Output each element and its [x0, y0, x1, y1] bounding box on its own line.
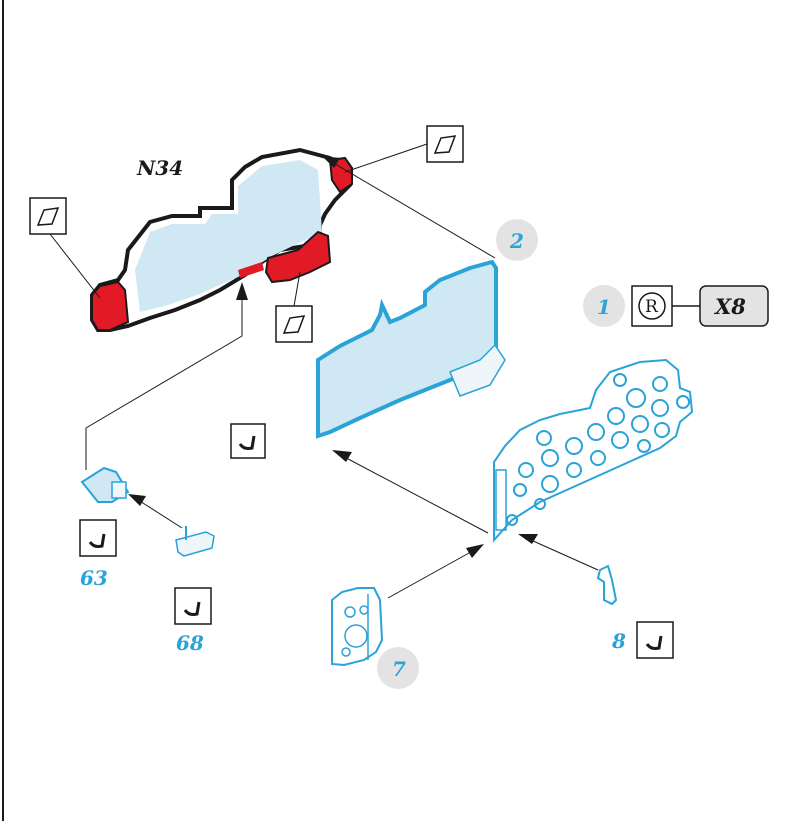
step-1-decal: 1 R X8 — [583, 285, 769, 327]
part-label-68: 68 — [176, 631, 204, 655]
step-number-7: 7 — [392, 657, 406, 681]
part-label-63: 63 — [80, 566, 108, 590]
decal-code: X8 — [713, 294, 746, 319]
step-2-windscreen: 2 — [316, 156, 538, 439]
step-7-bezel: 7 — [331, 544, 484, 689]
decal-code-box — [699, 285, 769, 327]
cement-icon — [230, 423, 266, 459]
cement-icon — [174, 587, 212, 625]
part-label-n34: N34 — [136, 156, 183, 180]
part-8-lever: 8 — [518, 534, 674, 659]
cement-icon — [79, 519, 117, 557]
instrument-panel — [493, 358, 694, 543]
cement-icon — [636, 621, 674, 659]
step-number-2: 2 — [509, 229, 524, 253]
step-number-1: 1 — [597, 295, 611, 319]
part-68-assembly: 68 — [174, 526, 215, 655]
paint-window-icon — [275, 271, 313, 343]
part-label-8: 8 — [611, 629, 626, 653]
part-n34-assembly: N34 — [90, 147, 353, 332]
paint-window-icon — [344, 125, 464, 173]
part-63-assembly: 63 — [79, 282, 248, 590]
registered-icon: R — [631, 285, 673, 327]
paint-window-icon — [29, 197, 101, 299]
registered-symbol: R — [645, 297, 659, 317]
